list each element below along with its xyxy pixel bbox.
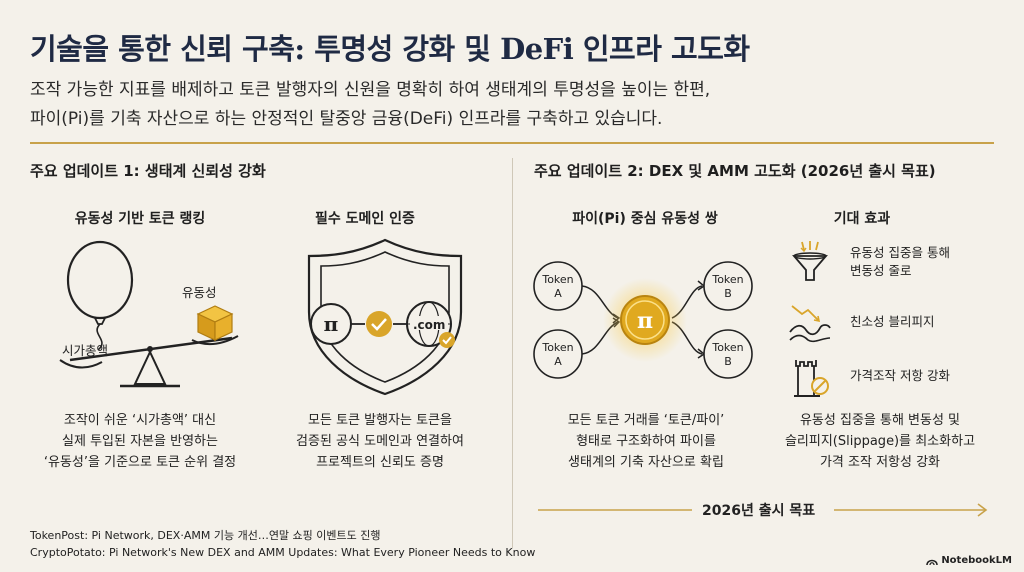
token-word: Token bbox=[542, 273, 574, 286]
ranking-desc-line: ‘유동성’을 기준으로 토큰 순위 결정 bbox=[43, 455, 237, 470]
effect-item: 친소성 블리피지 bbox=[786, 298, 934, 346]
token-a-bottom: Token A bbox=[538, 341, 578, 369]
check-icon bbox=[366, 311, 392, 337]
domain-desc-line: 모든 토큰 발행자는 토큰을 bbox=[308, 413, 452, 428]
effect-text: 유동성 집중을 통해 bbox=[850, 245, 950, 260]
section-divider bbox=[512, 158, 513, 548]
pairs-title: 파이(Pi) 중심 유동성 쌍 bbox=[572, 211, 718, 227]
domain-description: 모든 토큰 발행자는 토큰을 검증된 공식 도메인과 연결하여 프로젝트의 신뢰… bbox=[270, 410, 490, 473]
ranking-desc-line: 실제 투입된 자본을 반영하는 bbox=[62, 434, 218, 449]
token-pair-diagram: π bbox=[533, 261, 753, 379]
effect-text: 변동성 줄로 bbox=[850, 263, 912, 278]
wave-icon bbox=[789, 305, 831, 343]
timeline-label: 2026년 출시 목표 bbox=[702, 503, 816, 519]
token-word: Token bbox=[712, 341, 744, 354]
update2-heading: 주요 업데이트 2: DEX 및 AMM 고도화 (2026년 출시 목표) bbox=[534, 162, 936, 180]
pairs-desc-line: 생태계의 기축 자산으로 확립 bbox=[568, 455, 724, 470]
pairs-description: 모든 토큰 거래를 ‘토큰/파이’ 형태로 구조화하여 파이를 생태계의 기축 … bbox=[536, 410, 756, 473]
timeline-arrow-icon bbox=[538, 503, 988, 517]
effect-label: 가격조작 저항 강화 bbox=[850, 367, 950, 385]
effects-desc-line: 가격 조작 저항성 강화 bbox=[819, 455, 941, 470]
source-line: CryptoPotato: Pi Network's New DEX and A… bbox=[30, 546, 536, 559]
effect-label: 유동성 집중을 통해 변동성 줄로 bbox=[850, 244, 950, 280]
brand-name: NotebookLM bbox=[941, 555, 1012, 566]
globe-icon bbox=[406, 301, 455, 348]
liquidity-box-icon bbox=[196, 305, 234, 341]
token-word: Token bbox=[712, 273, 744, 286]
market-cap-label: 시가총액 bbox=[62, 343, 109, 358]
brand-logo: NotebookLM bbox=[926, 555, 1012, 566]
effect-item: 가격조작 저항 강화 bbox=[786, 352, 950, 400]
token-b-bottom: Token B bbox=[708, 341, 748, 369]
liquidity-label: 유동성 bbox=[182, 285, 217, 300]
domain-title: 필수 도메인 인증 bbox=[315, 211, 415, 227]
ranking-title: 유동성 기반 토큰 랭킹 bbox=[74, 211, 206, 227]
shield-icon: π bbox=[307, 238, 463, 396]
effects-desc-line: 유동성 집중을 통해 변동성 및 bbox=[799, 413, 961, 428]
token-letter: B bbox=[724, 287, 732, 300]
ranking-desc-line: 조작이 쉬운 ‘시가총액’ 대신 bbox=[63, 413, 217, 428]
token-a-top: Token A bbox=[538, 273, 578, 301]
header-divider bbox=[30, 142, 994, 144]
token-word: Token bbox=[542, 341, 574, 354]
pairs-desc-line: 형태로 구조화하여 파이를 bbox=[576, 434, 716, 449]
token-letter: A bbox=[554, 287, 562, 300]
page-subtitle: 조작 가능한 지표를 배제하고 토큰 발행자의 신원을 명확히 하여 생태계의 … bbox=[30, 76, 990, 134]
pi-coin-icon: π bbox=[310, 303, 352, 345]
update1-heading: 주요 업데이트 1: 생태계 신뢰성 강화 bbox=[30, 162, 266, 180]
token-letter: A bbox=[554, 355, 562, 368]
svg-text:π: π bbox=[324, 312, 339, 336]
domain-desc-line: 프로젝트의 신뢰도 증명 bbox=[316, 455, 444, 470]
tower-icon bbox=[794, 360, 829, 397]
token-letter: B bbox=[724, 355, 732, 368]
effect-text: 친소성 블리피지 bbox=[850, 314, 935, 329]
notebooklm-icon bbox=[926, 559, 939, 565]
effects-description: 유동성 집중을 통해 변동성 및 슬리피지(Slippage)를 최소화하고 가… bbox=[762, 410, 998, 473]
balance-scale-icon bbox=[59, 240, 239, 388]
effect-label: 친소성 블리피지 bbox=[850, 313, 934, 331]
token-b-top: Token B bbox=[708, 273, 748, 301]
svg-text:π: π bbox=[637, 308, 653, 334]
domain-desc-line: 검증된 공식 도메인과 연결하여 bbox=[296, 434, 464, 449]
source-line: TokenPost: Pi Network, DEX·AMM 기능 개선…연말 … bbox=[30, 529, 381, 542]
page-title: 기술을 통한 신뢰 구축: 투명성 강화 및 DeFi 인프라 고도화 bbox=[30, 32, 750, 66]
effects-desc-line: 슬리피지(Slippage)를 최소화하고 bbox=[784, 434, 976, 449]
subtitle-line-2: 파이(Pi)를 기축 자산으로 하는 안정적인 탈중앙 금융(DeFi) 인프라… bbox=[30, 109, 663, 129]
effects-title: 기대 효과 bbox=[833, 211, 891, 227]
sources: TokenPost: Pi Network, DEX·AMM 기능 개선…연말 … bbox=[30, 527, 535, 561]
domain-com-label: .com bbox=[413, 318, 446, 332]
effect-item: 유동성 집중을 통해 변동성 줄로 bbox=[786, 238, 950, 286]
ranking-description: 조작이 쉬운 ‘시가총액’ 대신 실제 투입된 자본을 반영하는 ‘유동성’을 … bbox=[30, 410, 250, 473]
effect-text: 가격조작 저항 강화 bbox=[850, 368, 950, 383]
pairs-desc-line: 모든 토큰 거래를 ‘토큰/파이’ bbox=[567, 413, 725, 428]
subtitle-line-1: 조작 가능한 지표를 배제하고 토큰 발행자의 신원을 명확히 하여 생태계의 … bbox=[30, 80, 711, 100]
funnel-icon bbox=[792, 241, 828, 281]
